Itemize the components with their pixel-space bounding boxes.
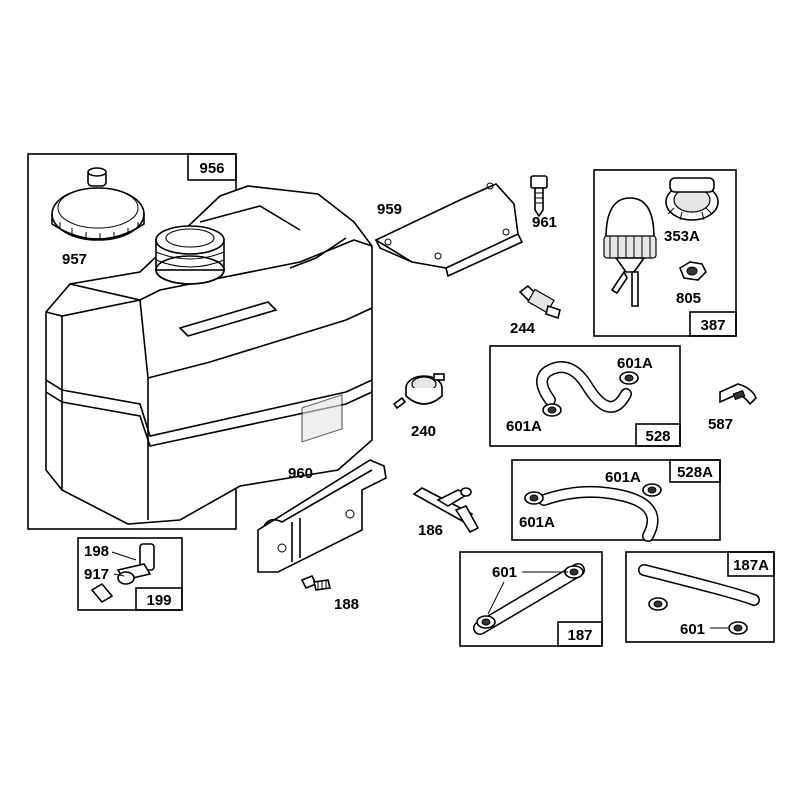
group-187-number: 187	[567, 627, 592, 644]
bracket-960[interactable]	[257, 394, 387, 573]
label-917: 917	[84, 566, 109, 583]
label-959: 959	[377, 201, 402, 218]
label-805: 805	[676, 290, 701, 307]
primer-bulb[interactable]	[603, 197, 657, 307]
hose-clamp-601-a[interactable]	[564, 565, 584, 579]
nut-805[interactable]	[679, 261, 707, 281]
label-587: 587	[708, 416, 733, 433]
label-601A-b: 601A	[506, 418, 542, 435]
leader-917	[113, 573, 125, 577]
group-956-fuel-tank: 956 957	[27, 153, 373, 530]
clip-587[interactable]	[719, 383, 757, 406]
group-528A-fuel-line: 528A 601A 601A	[511, 459, 721, 542]
label-198: 198	[84, 543, 109, 560]
leader-198	[111, 551, 137, 561]
label-353A: 353A	[664, 228, 700, 245]
group-187A-number: 187A	[733, 557, 769, 574]
hose-clamp-601-b2[interactable]	[728, 621, 748, 635]
hose-clamp-601A-c[interactable]	[642, 483, 662, 497]
clip-917[interactable]	[90, 582, 114, 604]
fuel-line-hose-187[interactable]	[473, 563, 585, 635]
screw-188[interactable]	[300, 574, 331, 591]
screw-961[interactable]	[530, 175, 548, 218]
group-528-frame	[489, 345, 681, 447]
label-601A-a: 601A	[617, 355, 653, 372]
group-187-tag-box	[557, 621, 603, 647]
leader-601-a2	[487, 581, 505, 615]
retainer-ring-353A[interactable]	[665, 177, 719, 221]
group-187A-frame	[625, 551, 775, 643]
label-961: 961	[532, 214, 557, 231]
label-186: 186	[418, 522, 443, 539]
group-199-frame	[77, 537, 183, 611]
group-528A-frame	[511, 459, 721, 541]
fuel-line-hose-187A[interactable]	[638, 564, 760, 606]
group-387-tag-box	[689, 311, 737, 337]
label-601-b: 601	[680, 621, 705, 638]
group-528A-tag-box	[669, 459, 721, 483]
bracket-959[interactable]	[374, 182, 524, 278]
label-188: 188	[334, 596, 359, 613]
label-601-a: 601	[492, 564, 517, 581]
hose-clamp-601A-d[interactable]	[524, 491, 544, 505]
group-187-fuel-line: 187 601	[459, 551, 603, 647]
group-387-number: 387	[700, 317, 725, 334]
group-187A-fuel-line: 187A 601	[625, 551, 775, 643]
group-187A-tag-box	[727, 551, 775, 577]
hose-clamp-601A-b[interactable]	[542, 403, 562, 417]
label-244: 244	[510, 320, 536, 337]
label-601A-d: 601A	[519, 514, 555, 531]
group-387-frame	[593, 169, 737, 337]
hose-clamp-601A-a[interactable]	[619, 371, 639, 385]
shutoff-valve-198[interactable]	[116, 543, 155, 585]
gas-cap-957[interactable]	[51, 167, 145, 241]
group-199-tag-box	[135, 587, 183, 611]
fuel-tank[interactable]	[45, 185, 373, 525]
group-956-number: 956	[199, 160, 224, 177]
fuel-line-hose-528A[interactable]	[538, 485, 659, 542]
group-528-fuel-line: 528 601A 601A	[489, 345, 681, 447]
label-960: 960	[288, 465, 313, 482]
fuel-filter-240[interactable]	[392, 373, 445, 410]
group-528-tag-box	[635, 423, 681, 447]
label-240: 240	[411, 423, 436, 440]
group-528-number: 528	[645, 428, 670, 445]
group-199-shutoff-valve: 199 198 917	[77, 537, 183, 611]
group-528A-number: 528A	[677, 464, 713, 481]
group-187-frame	[459, 551, 603, 647]
hose-clamp-601-b[interactable]	[648, 597, 668, 611]
hose-clamp-601-a2[interactable]	[476, 615, 496, 629]
group-387-primer: 387 353A 805	[593, 169, 737, 337]
fitting-244[interactable]	[518, 284, 561, 320]
group-199-number: 199	[146, 592, 171, 609]
label-601A-c: 601A	[605, 469, 641, 486]
group-956-tag-box	[187, 153, 237, 181]
tee-fitting-186[interactable]	[412, 487, 480, 534]
fuel-line-hose[interactable]	[536, 361, 632, 413]
label-957: 957	[62, 251, 87, 268]
